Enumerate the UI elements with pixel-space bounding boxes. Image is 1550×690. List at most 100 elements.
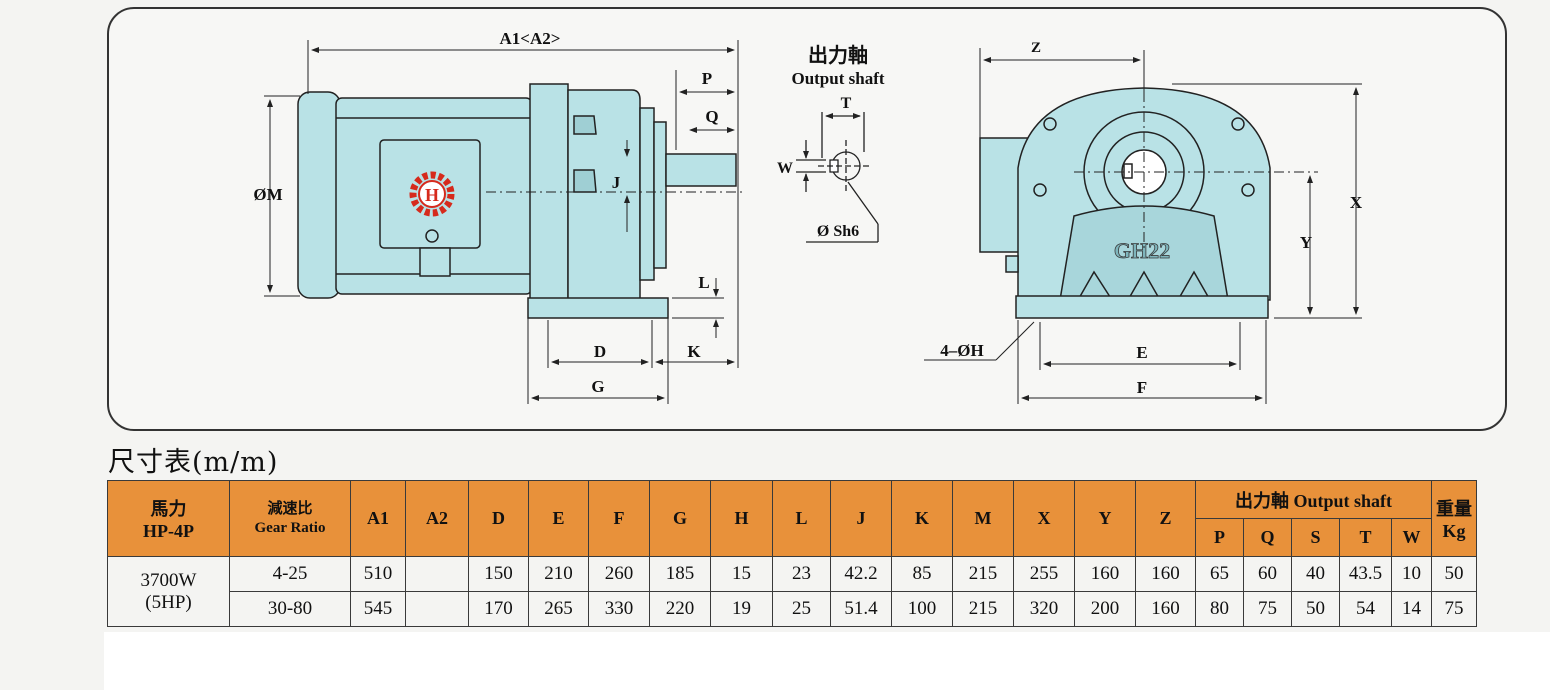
out-cell: 50 — [1291, 591, 1340, 627]
data-cell: 160 — [1074, 556, 1136, 592]
header-col: L — [772, 480, 831, 557]
table-title: 尺寸表(m/m) — [108, 447, 279, 478]
header-col: K — [891, 480, 953, 557]
side-foot — [527, 297, 669, 319]
dim-k: K — [687, 342, 701, 361]
table-row: 30-80 545 170 265 330 220 19 25 51.4 100… — [108, 591, 1477, 627]
dim-x: X — [1350, 193, 1363, 212]
data-cell: 510 — [350, 556, 406, 592]
data-cell: 170 — [468, 591, 529, 627]
data-cell: 255 — [1013, 556, 1075, 592]
data-cell: 25 — [772, 591, 831, 627]
header-col: Y — [1074, 480, 1136, 557]
gear-flange — [529, 83, 569, 309]
data-cell: 160 — [1135, 556, 1196, 592]
header-out-col: P — [1195, 518, 1244, 557]
out-cell: 60 — [1243, 556, 1292, 592]
front-foot — [1015, 295, 1269, 319]
out-cell: 65 — [1195, 556, 1244, 592]
data-cell — [405, 556, 469, 592]
data-cell — [405, 591, 469, 627]
data-cell: 85 — [891, 556, 953, 592]
dimension-table: 馬力 HP-4P 減速比 Gear Ratio A1 A2 D E F G H … — [107, 480, 1477, 627]
dim-y: Y — [1300, 233, 1312, 252]
out-cell: 43.5 — [1339, 556, 1392, 592]
data-cell: 265 — [528, 591, 589, 627]
motor-end-cap — [297, 91, 341, 299]
dim-l: L — [698, 273, 709, 292]
header-weight: 重量 Kg — [1431, 480, 1477, 557]
header-col: A2 — [405, 480, 469, 557]
header-weight-en: Kg — [1442, 521, 1466, 541]
dim-a1a2: A1<A2> — [500, 29, 561, 48]
dim-d: D — [594, 342, 606, 361]
shaft-section — [796, 112, 879, 243]
header-ratio-en: Gear Ratio — [254, 519, 326, 536]
data-cell: 330 — [588, 591, 650, 627]
weight-cell: 75 — [1431, 591, 1477, 627]
header-output-shaft: 出力軸 Output shaft — [1195, 480, 1432, 519]
power-line-1: 3700W — [140, 569, 197, 591]
dim-f: F — [1137, 378, 1147, 397]
data-cell: 200 — [1074, 591, 1136, 627]
table-row: 3700W (5HP) 4-25 510 150 210 260 185 15 … — [107, 556, 1477, 627]
header-col: D — [468, 480, 529, 557]
out-cell: 75 — [1243, 591, 1292, 627]
data-cell: 100 — [891, 591, 953, 627]
power-cell: 3700W (5HP) — [107, 556, 230, 627]
weight-cell: 50 — [1431, 556, 1477, 592]
header-row: 馬力 HP-4P 減速比 Gear Ratio A1 A2 D E F G H … — [107, 480, 1477, 557]
dim-q: Q — [705, 107, 718, 126]
data-cell: 545 — [350, 591, 406, 627]
ratio-cell: 30-80 — [229, 591, 351, 627]
header-col: A1 — [350, 480, 406, 557]
data-cell: 220 — [649, 591, 711, 627]
header-out-col: Q — [1243, 518, 1292, 557]
out-cell: 10 — [1391, 556, 1432, 592]
out-cell: 14 — [1391, 591, 1432, 627]
header-col: G — [649, 480, 711, 557]
data-cell: 210 — [528, 556, 589, 592]
subheader-row: P Q S T W — [108, 518, 1477, 557]
dim-p: P — [702, 69, 712, 88]
data-cell: 150 — [468, 556, 529, 592]
header-out-col: S — [1291, 518, 1340, 557]
data-cell: 160 — [1135, 591, 1196, 627]
header-weight-cn: 重量 — [1436, 499, 1472, 519]
brand-logo: H — [409, 171, 455, 217]
dim-g: G — [591, 377, 604, 396]
data-cell: 320 — [1013, 591, 1075, 627]
header-col: M — [952, 480, 1014, 557]
data-cell: 51.4 — [830, 591, 892, 627]
data-cell: 23 — [772, 556, 831, 592]
blank-footer — [104, 632, 1550, 690]
dim-j: J — [612, 173, 621, 192]
out-cell: 54 — [1339, 591, 1392, 627]
data-cell: 19 — [710, 591, 773, 627]
power-line-2: (5HP) — [145, 591, 192, 613]
dim-sh6: Ø Sh6 — [817, 223, 859, 240]
data-cell: 42.2 — [830, 556, 892, 592]
header-ratio: 減速比 Gear Ratio — [229, 480, 351, 557]
header-power: 馬力 HP-4P — [107, 480, 230, 557]
motor-drawing: H A1<A2> P Q J ØM L D K G — [107, 7, 1507, 431]
header-col: X — [1013, 480, 1075, 557]
header-col: E — [528, 480, 589, 557]
header-out-col: W — [1391, 518, 1432, 557]
dim-4h: 4–ØH — [940, 341, 983, 360]
header-col: J — [830, 480, 892, 557]
ratio-cell: 4-25 — [229, 556, 351, 592]
model-label: GH22 — [1114, 238, 1170, 263]
output-shaft-cn: 出力軸 — [808, 44, 868, 67]
output-shaft-en: Output shaft — [791, 69, 884, 88]
dim-e: E — [1136, 343, 1147, 362]
data-cell: 185 — [649, 556, 711, 592]
out-cell: 40 — [1291, 556, 1340, 592]
dim-z: Z — [1031, 40, 1041, 56]
header-out-col: T — [1339, 518, 1392, 557]
output-shaft — [665, 153, 737, 187]
header-power-cn: 馬力 — [150, 499, 187, 519]
header-col: Z — [1135, 480, 1196, 557]
logo-text: H — [425, 185, 439, 205]
header-col: H — [710, 480, 773, 557]
